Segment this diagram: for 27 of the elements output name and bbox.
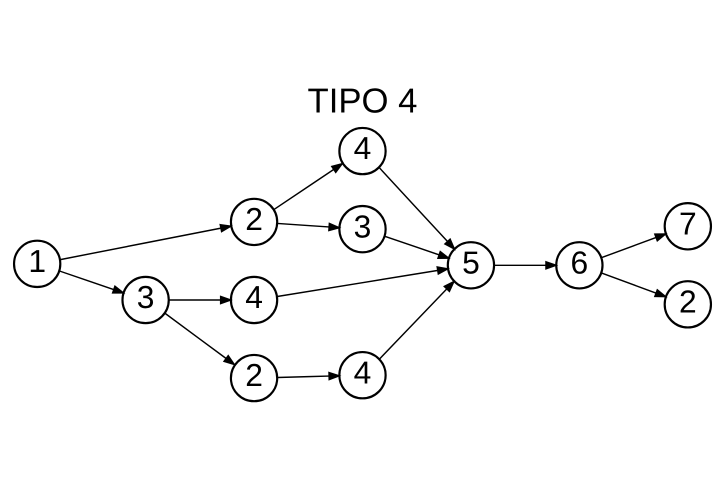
node-circle: 3 <box>338 204 387 254</box>
arrow <box>384 236 451 259</box>
arrow <box>274 162 344 210</box>
node-circle: 2 <box>664 280 712 329</box>
arrow <box>277 372 342 381</box>
arrow <box>277 222 342 232</box>
arrow <box>168 295 233 305</box>
arrow <box>59 270 126 294</box>
node-circle: 1 <box>12 240 62 288</box>
node-circle: 2 <box>230 354 278 402</box>
arrow <box>277 266 450 298</box>
arrow <box>60 224 233 260</box>
arrow <box>601 233 668 258</box>
node-circle: 6 <box>555 241 604 290</box>
node-circle: 2 <box>230 198 278 246</box>
node-circle: 3 <box>121 276 170 324</box>
arrow <box>164 312 236 366</box>
node-circle: 4 <box>338 126 387 176</box>
node-circle: 5 <box>446 241 496 290</box>
diagram-title: TIPO 4 <box>308 82 418 120</box>
arrow <box>378 166 456 251</box>
node-circle: 7 <box>664 202 712 250</box>
node-circle: 4 <box>338 350 387 400</box>
node-circle: 4 <box>230 276 278 324</box>
arrow <box>494 260 558 270</box>
arrow <box>601 272 668 298</box>
arrow <box>379 280 456 360</box>
